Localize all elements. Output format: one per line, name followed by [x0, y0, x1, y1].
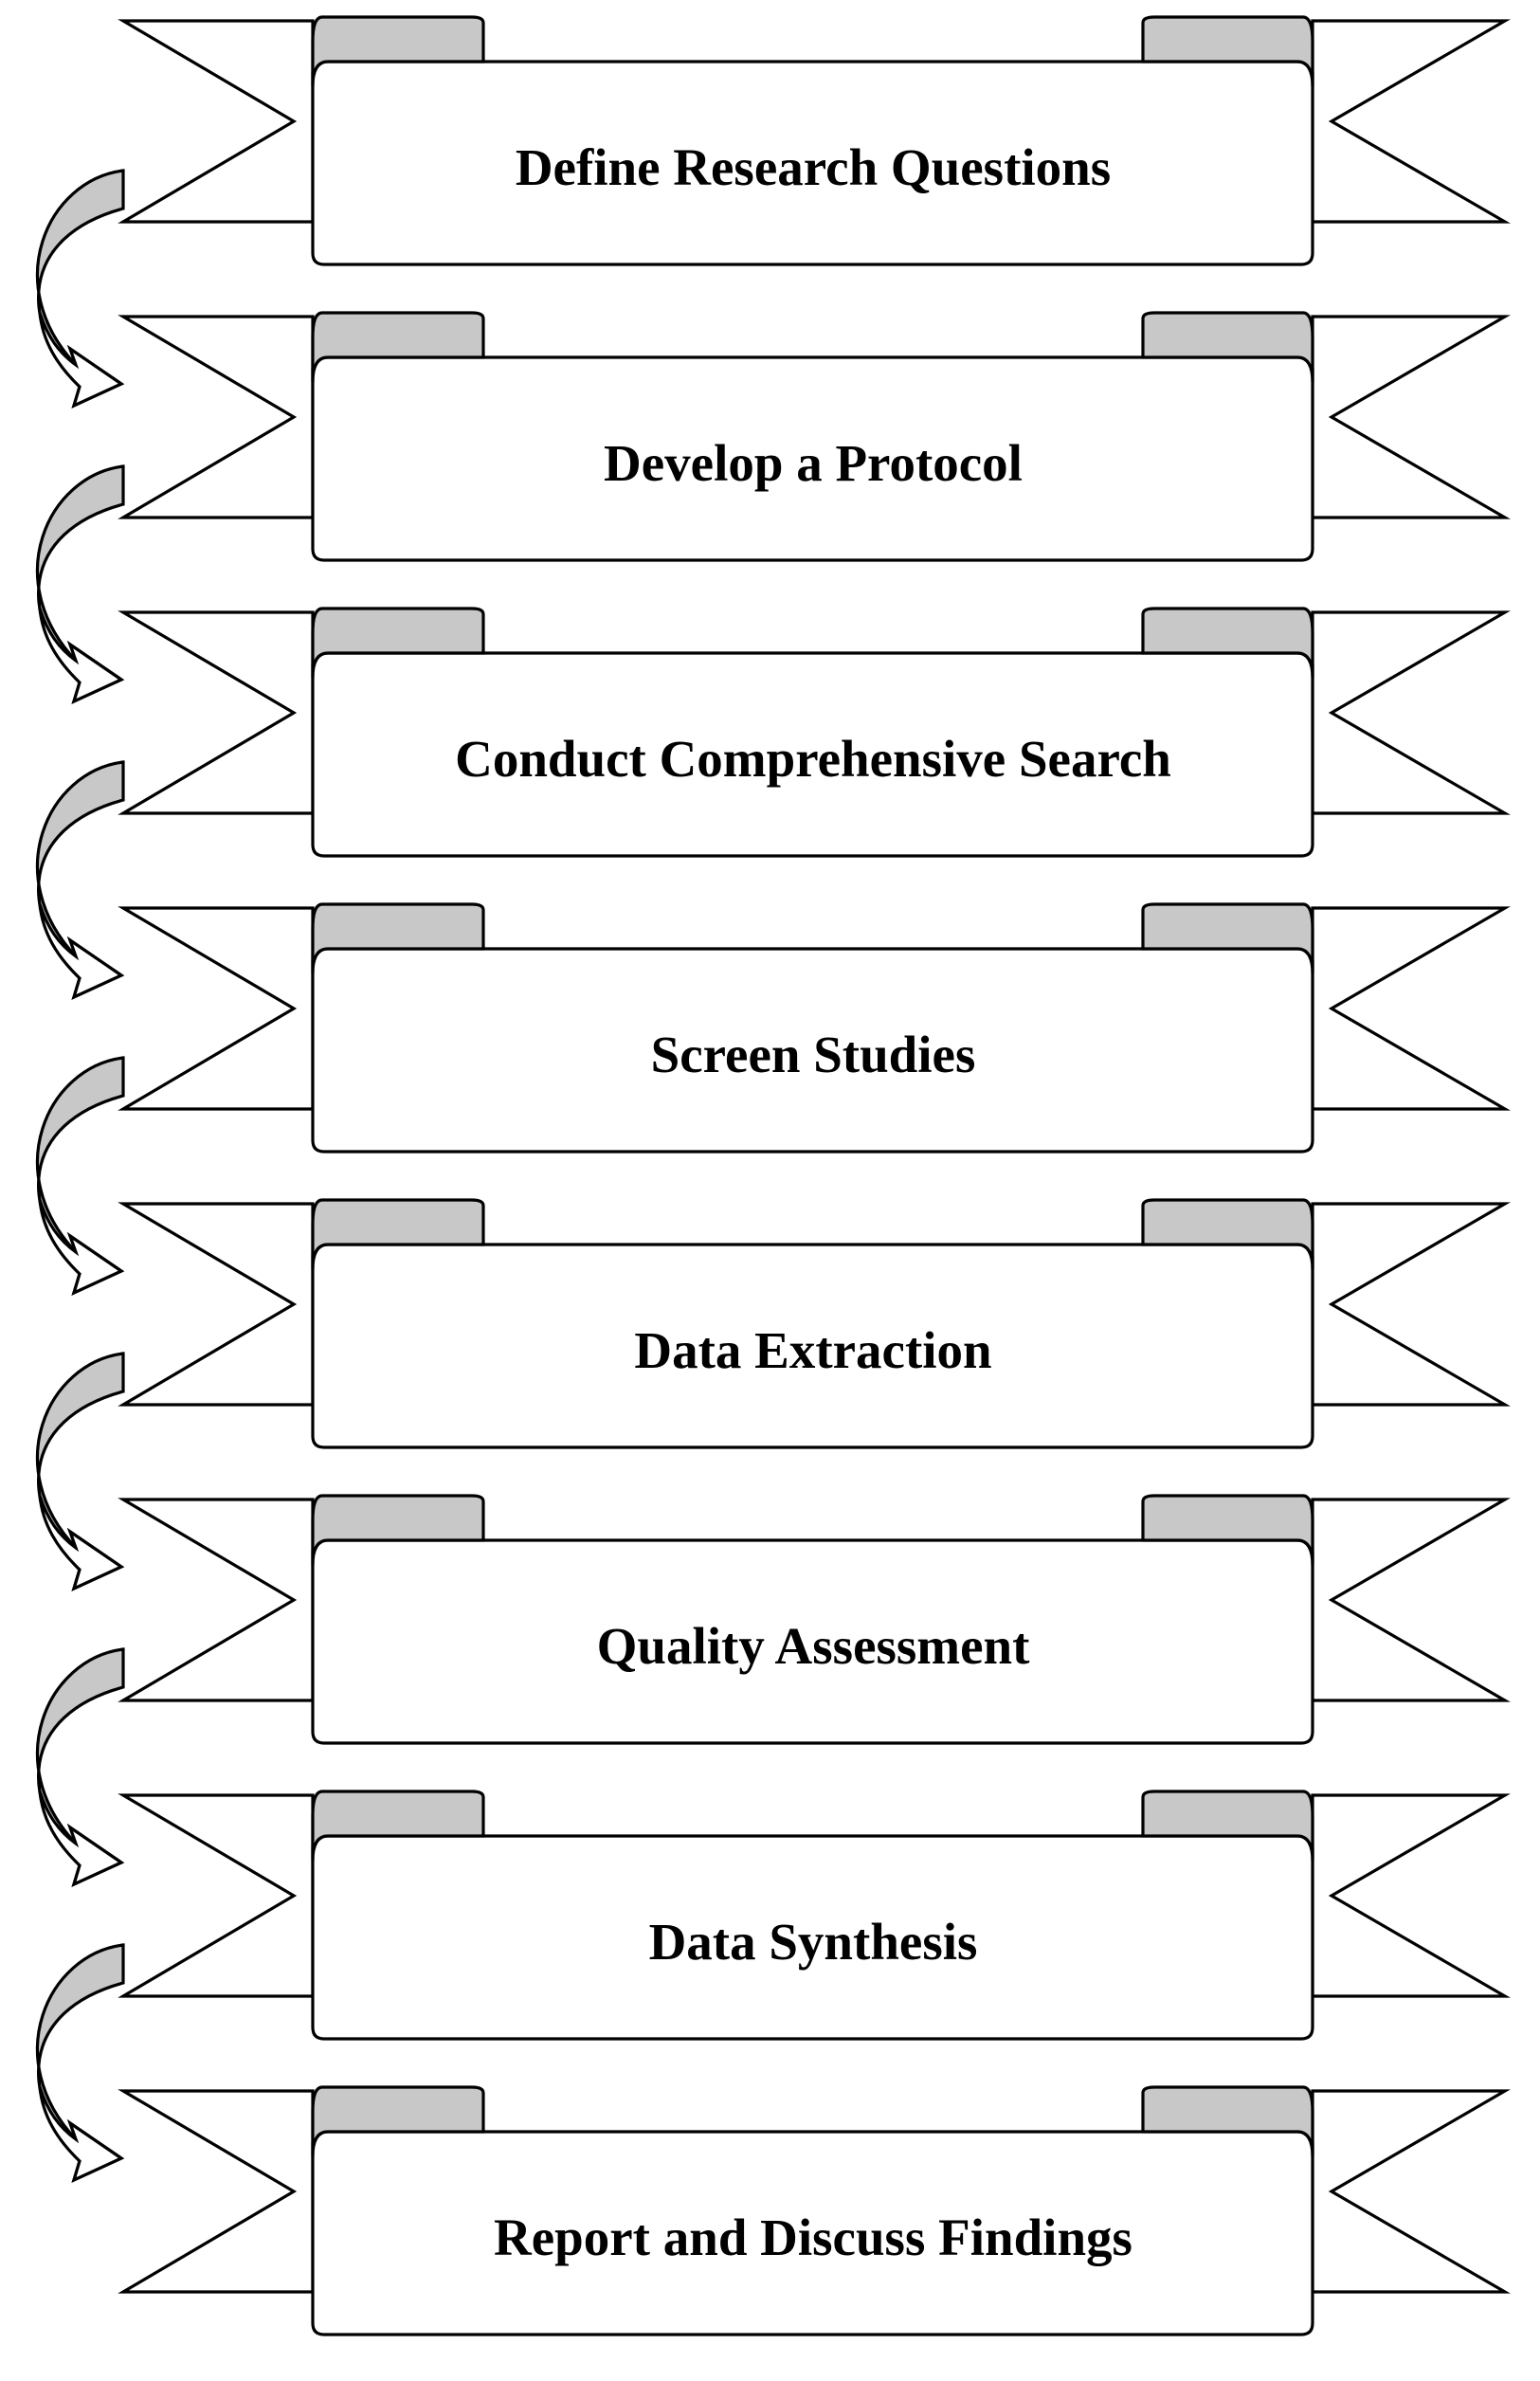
- ribbon-tail-left: [118, 1793, 315, 1998]
- ribbon-tail-right: [1311, 610, 1511, 815]
- ribbon-fold-right: [1141, 311, 1314, 383]
- curved-arrow-head: [38, 903, 125, 1000]
- step-label: Data Extraction: [634, 1321, 991, 1379]
- step-banner: Data Extraction: [118, 1198, 1511, 1449]
- ribbon-fold-right: [1141, 607, 1314, 679]
- ribbon-tail-right: [1311, 315, 1511, 519]
- step-banner: Develop a Protocol: [118, 311, 1511, 562]
- curved-arrow-icon: [36, 464, 125, 704]
- ribbon-tail-left: [118, 906, 315, 1111]
- step-banner: Report and Discuss Findings: [118, 2085, 1511, 2336]
- ribbon-tail-right: [1311, 1202, 1511, 1407]
- ribbon-fold-right: [1141, 902, 1314, 974]
- step-label: Screen Studies: [651, 1026, 976, 1083]
- step-label: Define Research Questions: [516, 138, 1111, 196]
- ribbon-fold-right: [1141, 1494, 1314, 1566]
- ribbon-tail-right: [1311, 1498, 1511, 1702]
- ribbon-tail-right: [1311, 906, 1511, 1111]
- curved-arrow-icon: [36, 1943, 125, 2183]
- ribbon-tail-right: [1311, 1793, 1511, 1998]
- ribbon-tail-left: [118, 19, 315, 224]
- curved-arrow-head: [38, 312, 125, 409]
- ribbon-fold-left: [311, 1790, 485, 1862]
- ribbon-tail-left: [118, 1498, 315, 1702]
- curved-arrow-head: [38, 2086, 125, 2183]
- ribbon-fold-right: [1141, 15, 1314, 87]
- step-label: Report and Discuss Findings: [494, 2208, 1132, 2266]
- step-label: Develop a Protocol: [604, 434, 1023, 492]
- step-label: Data Synthesis: [649, 1913, 978, 1971]
- ribbon-tail-right: [1311, 2089, 1511, 2294]
- ribbon-fold-left: [311, 2085, 485, 2157]
- ribbon-tail-left: [118, 315, 315, 519]
- step-label: Conduct Comprehensive Search: [455, 730, 1171, 788]
- ribbon-tail-left: [118, 1202, 315, 1407]
- step-banner: Define Research Questions: [118, 15, 1511, 266]
- ribbon-fold-left: [311, 607, 485, 679]
- step-banner: Quality Assessment: [118, 1494, 1511, 1745]
- ribbon-fold-left: [311, 311, 485, 383]
- ribbon-fold-left: [311, 1494, 485, 1566]
- step-banner: Data Synthesis: [118, 1790, 1511, 2041]
- curved-arrow-head: [38, 608, 125, 704]
- step-banner: Conduct Comprehensive Search: [118, 607, 1511, 858]
- step-banner: Screen Studies: [118, 902, 1511, 1154]
- curved-arrow-icon: [36, 1352, 125, 1591]
- curved-arrow-icon: [36, 169, 125, 409]
- ribbon-fold-right: [1141, 1790, 1314, 1862]
- curved-arrow-icon: [36, 760, 125, 1000]
- ribbon-fold-right: [1141, 2085, 1314, 2157]
- curved-arrow-icon: [36, 1647, 125, 1887]
- ribbon-fold-left: [311, 1198, 485, 1270]
- ribbon-tail-right: [1311, 19, 1511, 224]
- curved-arrow-icon: [36, 1056, 125, 1296]
- ribbon-tail-left: [118, 2089, 315, 2294]
- curved-arrow-head: [38, 1790, 125, 1887]
- ribbon-tail-left: [118, 610, 315, 815]
- ribbon-fold-right: [1141, 1198, 1314, 1270]
- ribbon-fold-left: [311, 15, 485, 87]
- step-label: Quality Assessment: [597, 1617, 1031, 1675]
- curved-arrow-head: [38, 1495, 125, 1591]
- curved-arrow-head: [38, 1199, 125, 1296]
- ribbon-fold-left: [311, 902, 485, 974]
